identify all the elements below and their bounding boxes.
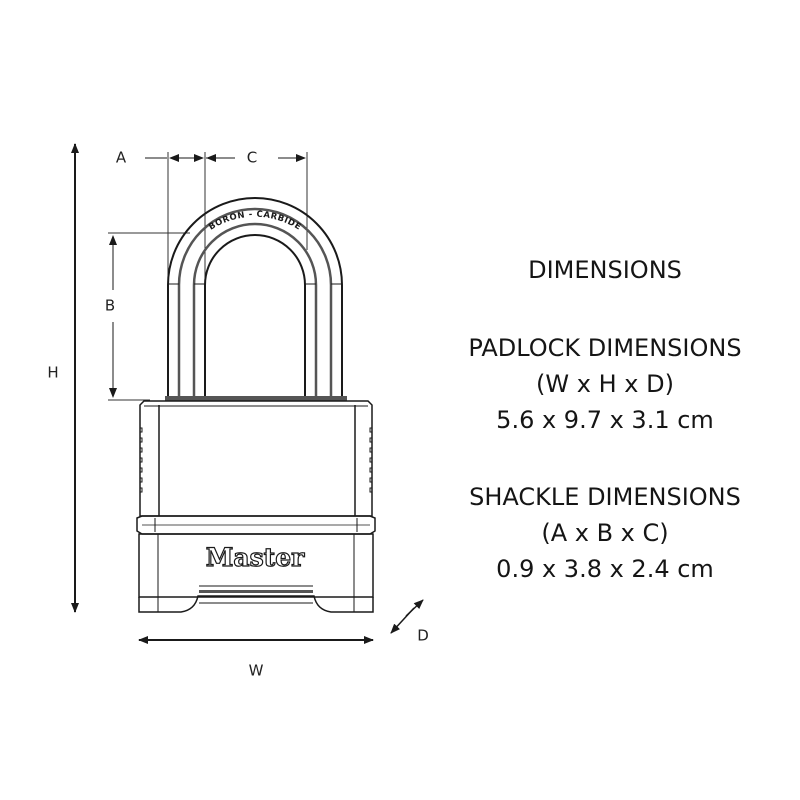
label-w: W — [248, 661, 264, 680]
shackle-height-dimension — [108, 232, 190, 401]
shackle-heading: SHACKLE DIMENSIONS — [469, 483, 741, 511]
label-b: B — [104, 296, 116, 315]
label-c: C — [246, 148, 258, 167]
padlock-value: 5.6 x 9.7 x 3.1 cm — [496, 406, 714, 434]
padlock-body — [136, 400, 376, 613]
brand-logo: Master — [206, 543, 305, 572]
dimensions-heading: DIMENSIONS — [528, 256, 682, 284]
spec-title: DIMENSIONS — [430, 252, 780, 288]
shackle-value: 0.9 x 3.8 x 2.4 cm — [496, 555, 714, 583]
padlock-heading: PADLOCK DIMENSIONS — [468, 334, 742, 362]
shackle-axes: (A x B x C) — [541, 519, 669, 547]
padlock-axes: (W x H x D) — [536, 370, 674, 398]
shackle — [165, 197, 347, 401]
depth-dimension-arrow — [390, 599, 424, 634]
label-d: D — [417, 626, 429, 645]
shackle-engraving: BORON - CARBIDE — [207, 210, 303, 233]
label-a: A — [115, 148, 127, 167]
label-h: H — [47, 363, 59, 382]
shackle-spec: SHACKLE DIMENSIONS (A x B x C) 0.9 x 3.8… — [430, 479, 780, 587]
padlock-spec: PADLOCK DIMENSIONS (W x H x D) 5.6 x 9.7… — [430, 330, 780, 438]
